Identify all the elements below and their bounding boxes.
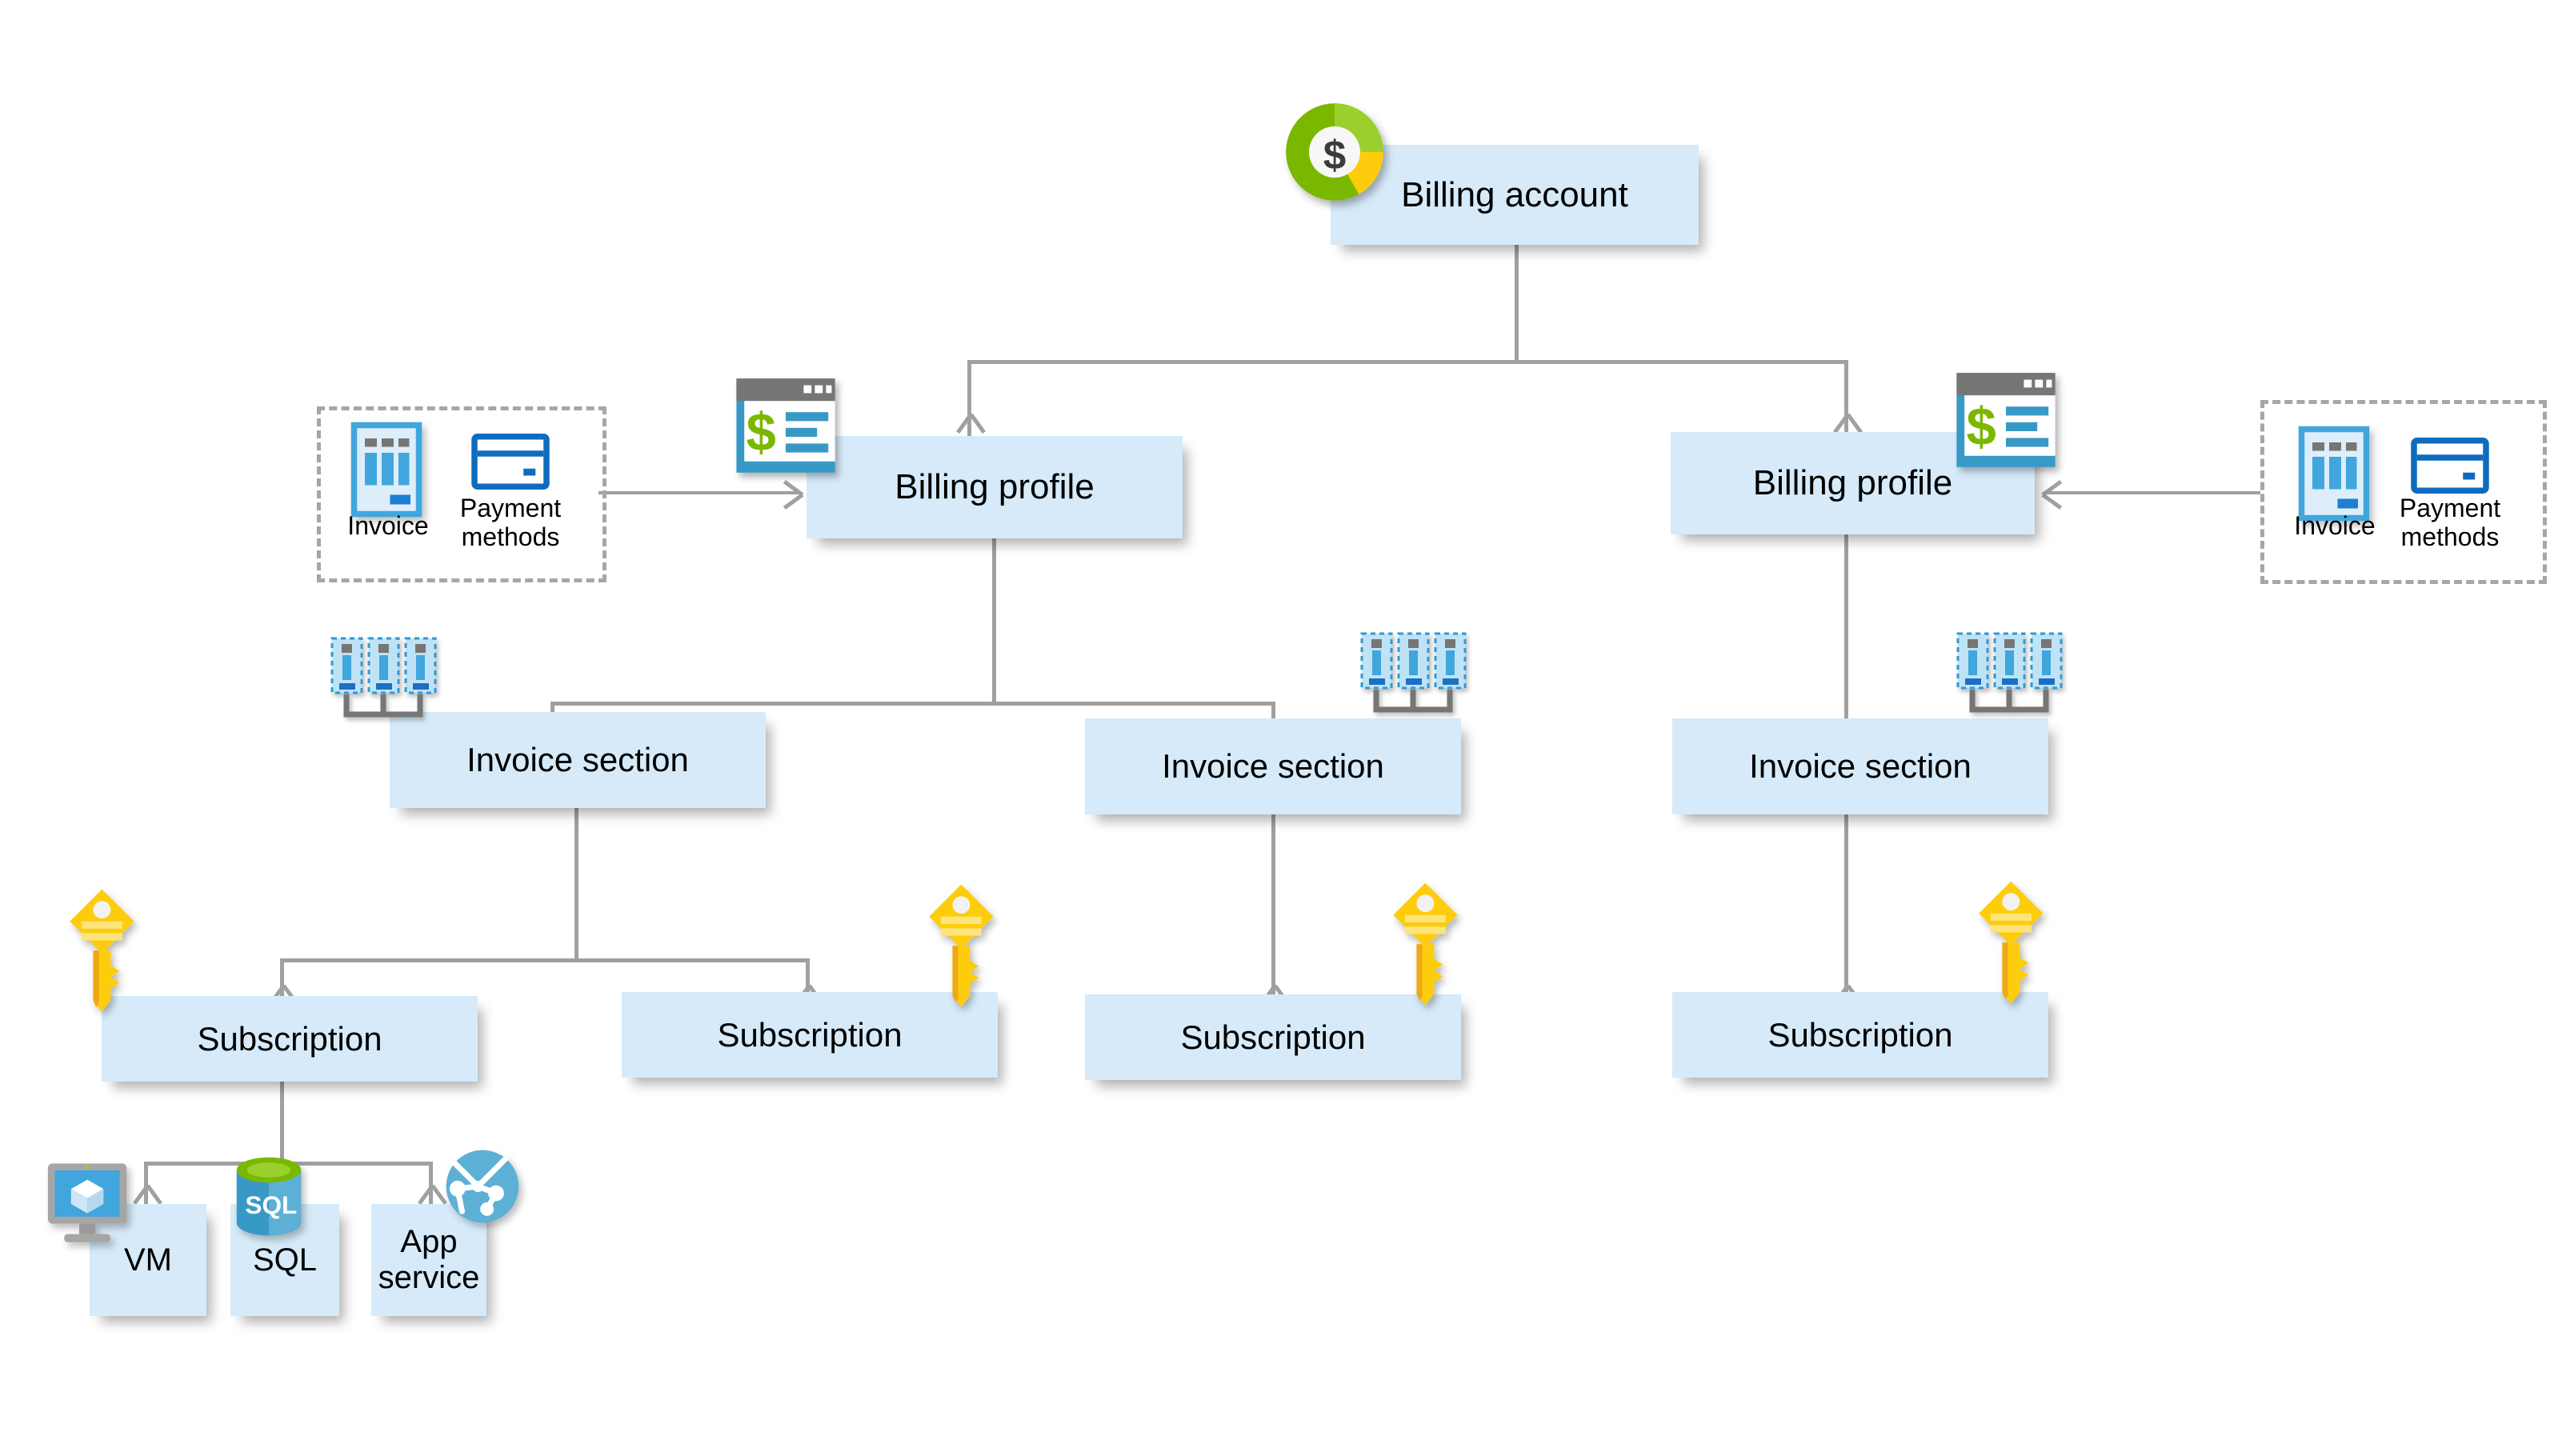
globe-network-icon [442, 1146, 523, 1227]
node-invoice-section-3-label: Invoice section [1749, 747, 1972, 786]
node-billing-profile-right-label: Billing profile [1752, 463, 1953, 503]
node-billing-profile-left-label: Billing profile [895, 467, 1095, 507]
left-artifacts-group [317, 406, 606, 582]
node-invoice-section-1[interactable]: Invoice section [390, 712, 766, 808]
database-cylinder-sql-icon: SQL [232, 1156, 306, 1239]
node-invoice-section-1-label: Invoice section [466, 741, 689, 779]
right-payment-methods-label: Payment methods [2399, 494, 2501, 551]
right-artifacts-group [2260, 400, 2547, 584]
browser-window-invoice-dollar-icon-right: $ [1950, 364, 2062, 476]
credit-card-icon-left [470, 432, 550, 491]
invoice-section-group-icon-3 [1956, 632, 2076, 736]
key-icon-subscription-2 [920, 882, 1008, 1022]
node-invoice-section-3[interactable]: Invoice section [1672, 718, 2048, 814]
node-subscription-1-label: Subscription [197, 1019, 382, 1058]
node-subscription-3[interactable]: Subscription [1085, 994, 1461, 1080]
connector-is1-stem [574, 808, 578, 962]
connector-bp-left-bar [550, 702, 1275, 706]
node-subscription-2[interactable]: Subscription [622, 992, 998, 1078]
connector-is3-stem [1844, 814, 1848, 1008]
connector-is1-bar [280, 958, 810, 962]
sql-icon-text: SQL [245, 1190, 297, 1219]
node-billing-account[interactable]: Billing account [1331, 145, 1699, 245]
right-invoice-label: Invoice [2294, 511, 2376, 540]
connector-bp-right-stem [1844, 534, 1848, 766]
monitor-cube-icon [43, 1160, 136, 1248]
invoice-document-icon-left [350, 422, 422, 518]
connector-bp-left-stem [992, 538, 996, 705]
node-subscription-3-label: Subscription [1180, 1018, 1366, 1056]
node-subscription-2-label: Subscription [717, 1015, 903, 1054]
node-billing-profile-left[interactable]: Billing profile [807, 436, 1183, 538]
connector-sub1-stem [280, 1082, 284, 1165]
connector-is1-drop-a [280, 958, 284, 1008]
node-resource-sql-label: SQL [252, 1242, 318, 1278]
credit-card-icon-right [2410, 436, 2490, 495]
connector-account-bar [967, 360, 1848, 364]
connector-is2-stem [1271, 814, 1275, 1008]
node-invoice-section-2[interactable]: Invoice section [1085, 718, 1461, 814]
connector-account-right-drop [1844, 360, 1848, 437]
node-resource-app-service-label: App service [378, 1224, 480, 1295]
node-subscription-4-label: Subscription [1767, 1015, 1953, 1054]
node-subscription-4[interactable]: Subscription [1672, 992, 2048, 1078]
connector-account-left-drop [967, 360, 971, 437]
left-invoice-label: Invoice [347, 511, 429, 540]
invoice-document-icon-right [2298, 426, 2370, 522]
node-resource-vm-label: VM [124, 1242, 172, 1278]
key-icon-subscription-3 [1384, 880, 1472, 1020]
key-icon-subscription-4 [1970, 878, 2058, 1018]
node-subscription-1[interactable]: Subscription [102, 996, 478, 1082]
invoice-section-group-icon-1 [330, 637, 450, 741]
svg-text:$: $ [1967, 397, 1996, 457]
connector-left-artifacts-to-bp [598, 491, 799, 494]
connector-is1-drop-b [806, 958, 810, 1008]
connector-account-stem [1515, 245, 1519, 362]
key-icon-subscription-1 [61, 886, 149, 1026]
node-invoice-section-2-label: Invoice section [1162, 747, 1384, 786]
svg-text:$: $ [747, 402, 776, 462]
browser-window-invoice-dollar-icon-left: $ [730, 370, 842, 482]
donut-dollar-symbol: $ [1323, 132, 1346, 178]
left-payment-methods-label: Payment methods [459, 494, 562, 551]
connector-right-artifacts-to-bp [2044, 491, 2260, 494]
node-billing-account-label: Billing account [1401, 174, 1628, 214]
node-resource-app-service[interactable]: App service [371, 1204, 486, 1316]
invoice-section-group-icon-2 [1360, 632, 1480, 736]
donut-chart-dollar-icon: $ [1271, 88, 1399, 216]
